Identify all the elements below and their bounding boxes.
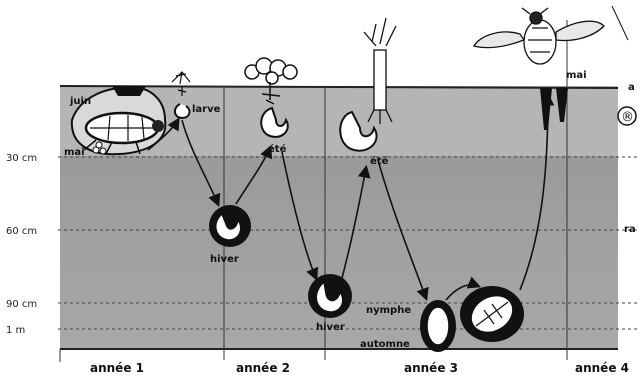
corner-line bbox=[612, 6, 628, 40]
stage-label-hiver-2: hiver bbox=[316, 322, 345, 333]
flying-cockchafer bbox=[474, 8, 604, 64]
depth-label-30: 30 cm bbox=[6, 153, 37, 164]
year-labels: année 1 année 2 année 3 année 4 bbox=[90, 361, 629, 375]
stage-label-juin: juin bbox=[69, 96, 91, 107]
year-label-4: année 4 bbox=[575, 361, 629, 375]
stage-label-hiver-1: hiver bbox=[210, 254, 239, 265]
stage-label-larve: larve bbox=[192, 104, 221, 115]
stage-label-ete-1: été bbox=[268, 143, 287, 155]
young-larva bbox=[175, 104, 190, 118]
depth-label-1m: 1 m bbox=[6, 325, 25, 336]
stage-label-nymphe: nymphe bbox=[366, 305, 411, 316]
depth-label-60: 60 cm bbox=[6, 226, 37, 237]
depth-label-90: 90 cm bbox=[6, 299, 37, 310]
year-label-3: année 3 bbox=[404, 361, 458, 375]
stage-label-automne: automne bbox=[360, 339, 410, 350]
year-label-1: année 1 bbox=[90, 361, 144, 375]
stage-label-mai-right: mai bbox=[566, 70, 587, 81]
year-label-2: année 2 bbox=[236, 361, 290, 375]
stage-label-mai: mai bbox=[64, 147, 85, 158]
edge-label-middle: ra bbox=[624, 224, 636, 235]
pupa bbox=[427, 307, 449, 345]
soil-layer bbox=[60, 156, 618, 349]
registered-mark: ® bbox=[621, 110, 634, 125]
edge-label-top: a bbox=[628, 82, 635, 93]
